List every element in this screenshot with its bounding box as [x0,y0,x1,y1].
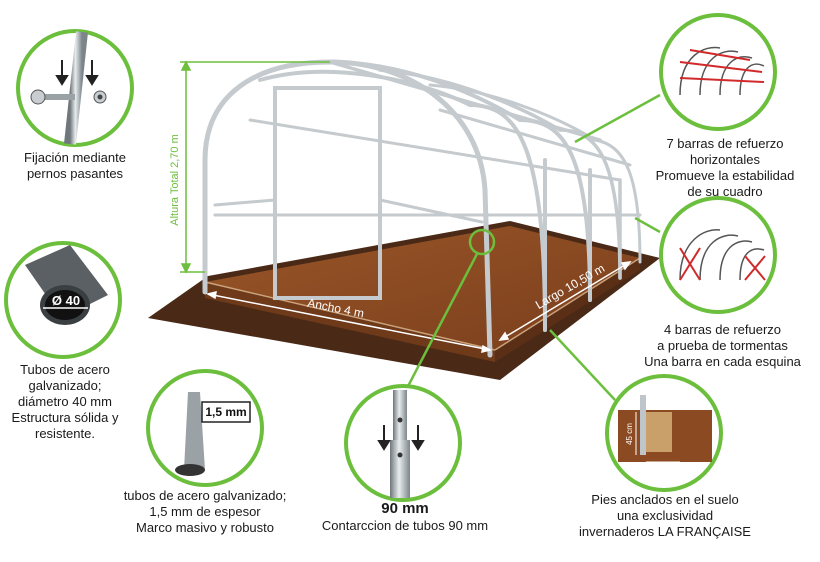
connection-callout [344,384,462,502]
down-arrow-icon [55,60,99,86]
height-label: Altura Total 2,70 m [169,134,181,226]
soil-bed [148,221,660,380]
diameter-caption: Tubos de acero galvanizado; diámetro 40 … [11,362,119,441]
storm-bars-callout [659,196,777,314]
horizontal-bars-caption: 7 barras de refuerzo horizontales Promue… [655,136,795,199]
horizontal-bars-callout [659,13,777,131]
bolt-caption: Fijación mediante pernos pasantes [24,150,126,181]
anchor-height-label: 45 cm [625,423,634,445]
height-dimension [180,60,330,274]
anchor-callout [605,374,723,492]
connection-caption: 90 mm Contarccion de tubos 90 mm [305,500,505,534]
thickness-callout [146,369,264,487]
thickness-badge: 1,5 mm [205,405,246,419]
bolt-callout [16,29,134,147]
connection-size: 90 mm [381,500,429,517]
width-dimension [206,290,492,354]
callout-connectors [403,93,661,401]
down-arrow-icon [377,425,425,451]
diameter-callout [4,241,122,359]
anchor-caption: Pies anclados en el suelo una exclusivid… [579,492,751,539]
thickness-caption: tubos de acero galvanizado; 1,5 mm de es… [123,488,287,535]
storm-bars-caption: 4 barras de refuerzo a prueba de torment… [644,322,801,369]
diameter-badge: Ø 40 [52,293,80,308]
greenhouse-frame [202,59,642,358]
anchor-width-label: 40 cm [651,465,673,474]
length-dimension [498,261,632,341]
